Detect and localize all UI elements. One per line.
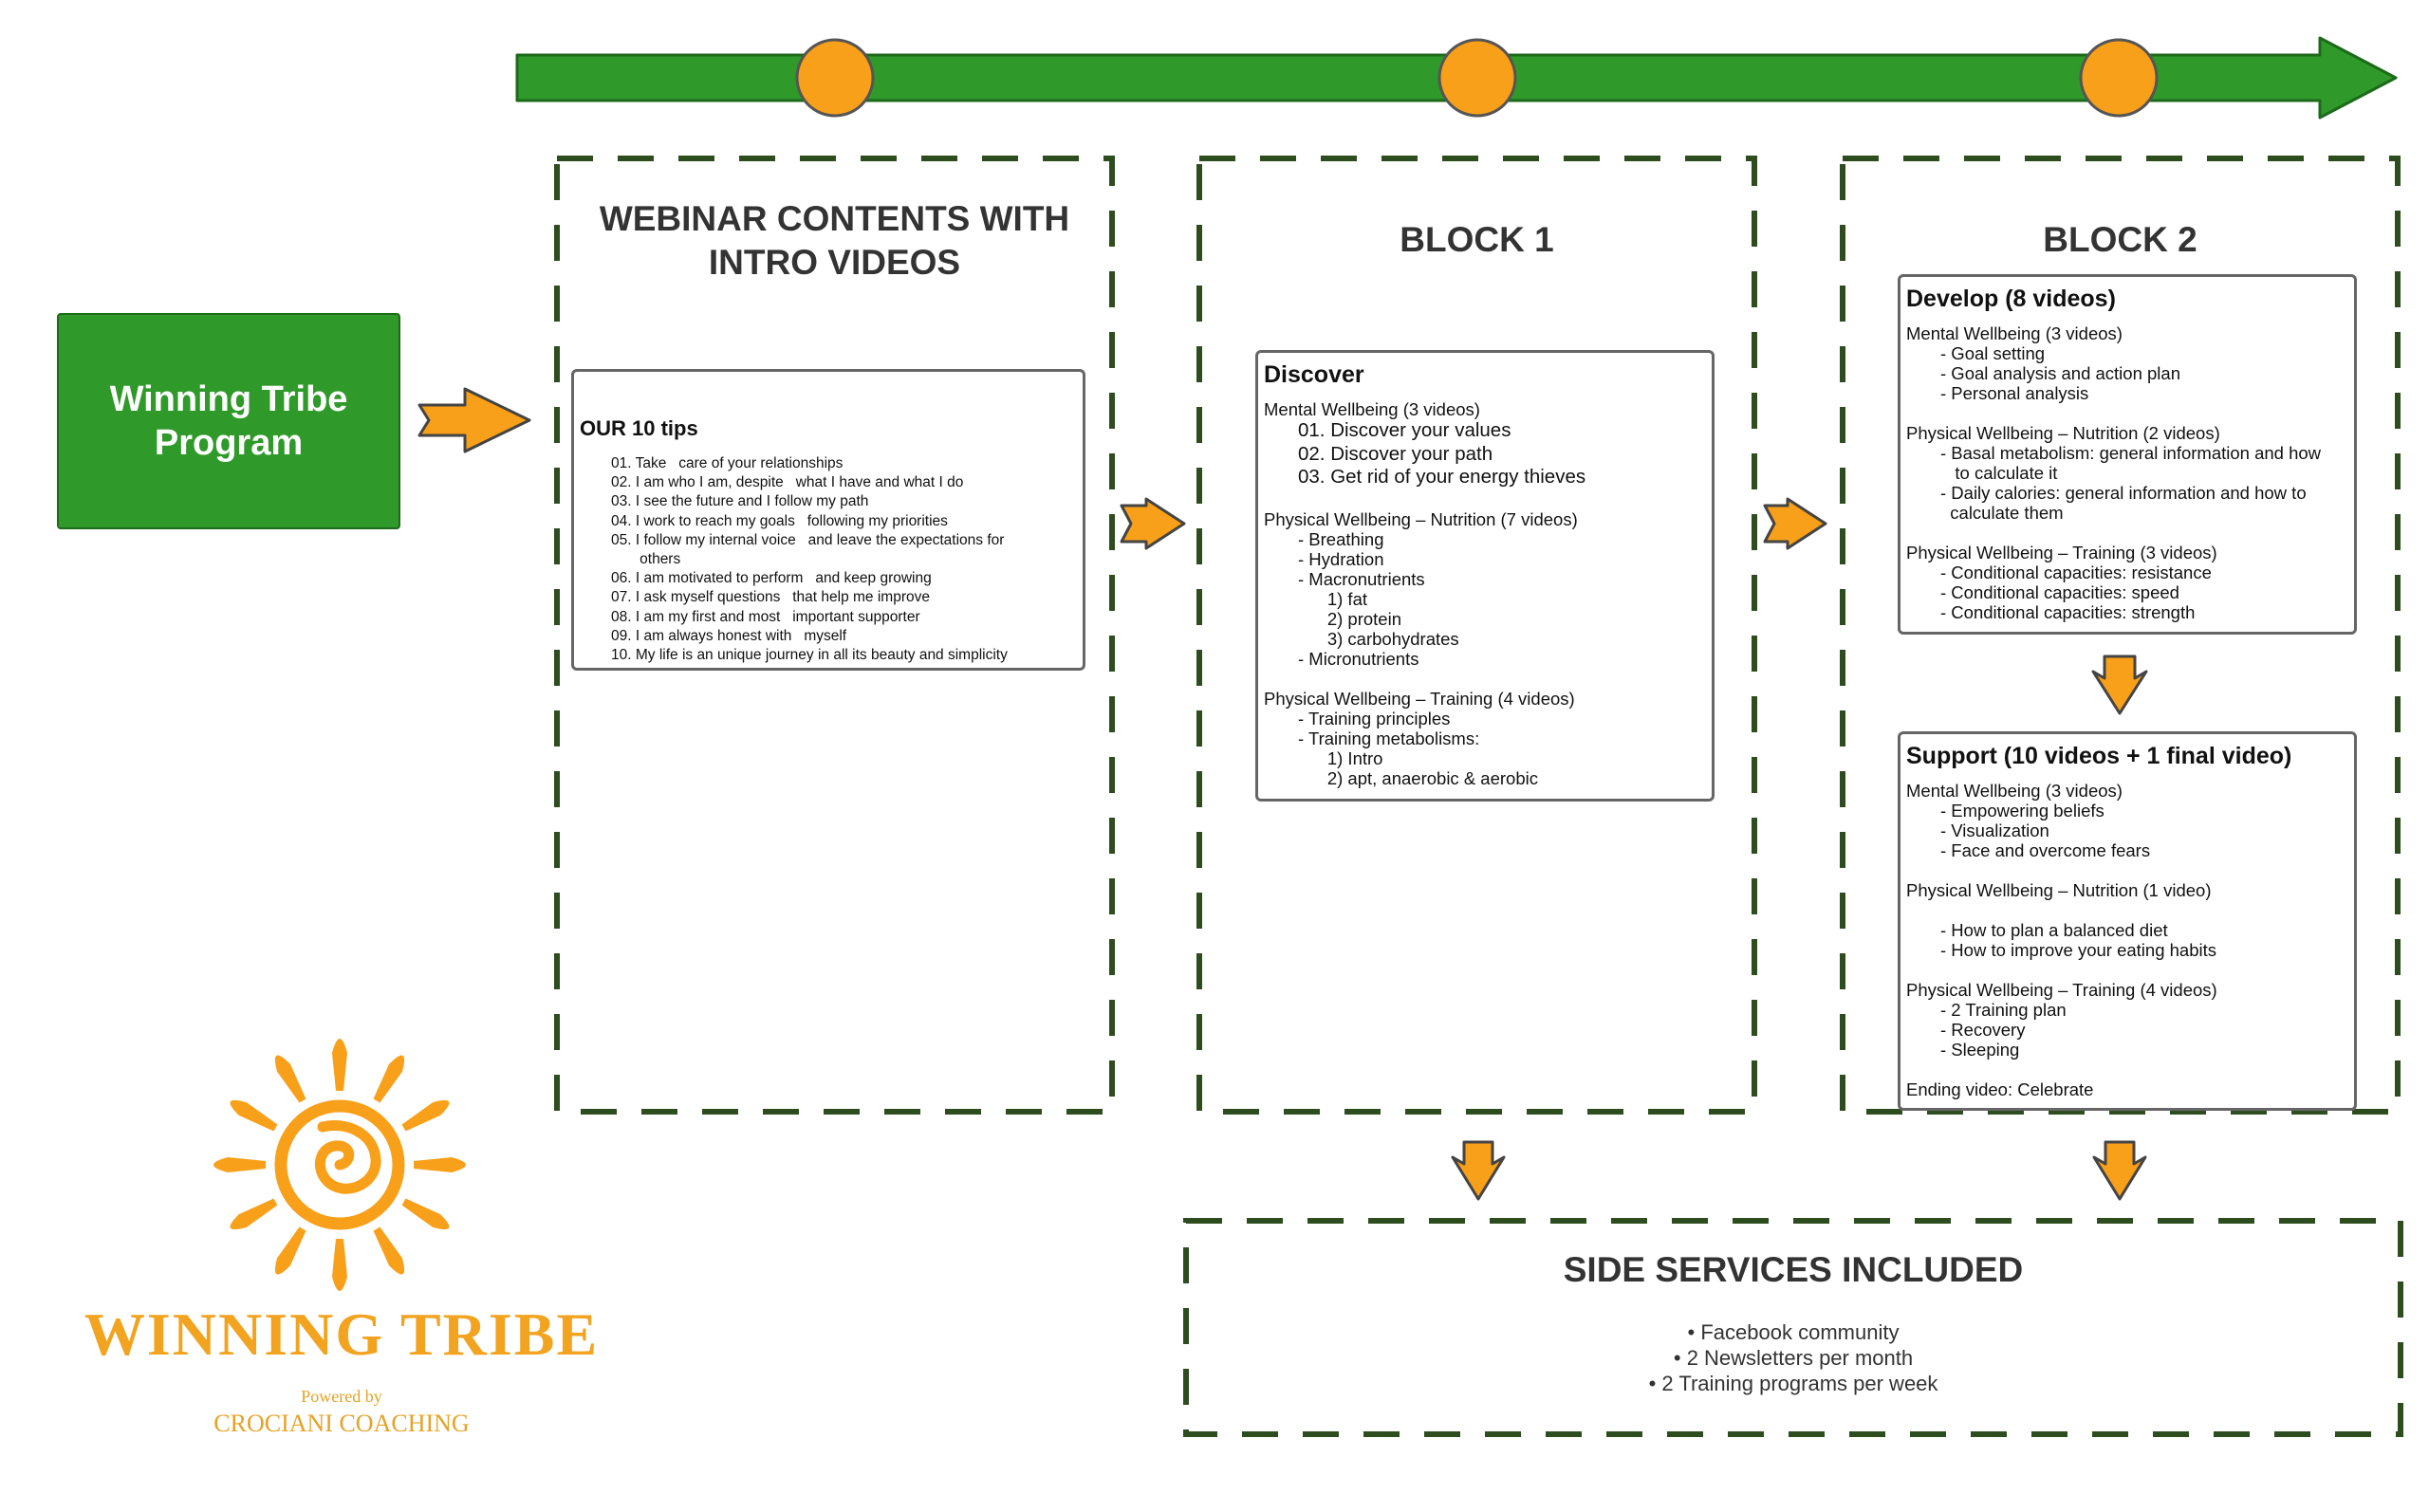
milestone-circle-icon (2079, 38, 2159, 118)
training-heading: Physical Wellbeing – Training (4 videos) (1906, 980, 2217, 1000)
milestone-circle-icon (795, 38, 875, 118)
program-title-line1: Winning Tribe (109, 379, 348, 419)
develop-card: Develop (8 videos) Mental Wellbeing (3 v… (1898, 274, 2357, 635)
block2-to-services-arrow-icon (2092, 1140, 2147, 1201)
mental-item: 03. Get rid of your energy thieves (1298, 466, 1586, 488)
mental-item: - Empowering beliefs (1940, 801, 2105, 821)
side-services-frame (1183, 1218, 2403, 1437)
brand-powered-by: Powered by (301, 1387, 382, 1406)
training-heading: Physical Wellbeing – Training (4 videos) (1264, 688, 1575, 709)
tip-item: 04. I work to reach my goals following m… (611, 512, 948, 529)
tip-item: 01. Take care of your relationships (611, 455, 844, 471)
brand-company: CROCIANI COACHING (213, 1410, 470, 1437)
nutrition-item: calculate them (1940, 503, 2064, 523)
program-title-line2: Program (154, 423, 304, 463)
mental-item: - Visualization (1940, 821, 2049, 840)
block2-title: BLOCK 2 (2043, 220, 2197, 259)
tips-list: 01. Take care of your relationships 02. … (611, 454, 1083, 665)
webinar-title-line2: INTRO VIDEOS (708, 243, 961, 282)
tip-item: 06. I am motivated to perform and keep g… (611, 570, 932, 587)
nutrition-item: - Basal metabolism: general information … (1940, 443, 2322, 463)
tip-item: 09. I am always honest with myself (611, 627, 847, 644)
mental-heading: Mental Wellbeing (3 videos) (1264, 399, 1480, 419)
support-card-title: Support (10 videos + 1 final video) (1906, 743, 2292, 769)
webinar-to-block1-arrow-icon (1120, 497, 1186, 550)
discover-card: Discover Mental Wellbeing (3 videos) 01.… (1255, 350, 1715, 802)
nutrition-item: 2) protein (1298, 608, 1401, 629)
mental-item: 01. Discover your values (1298, 419, 1511, 441)
nutrition-item: 3) carbohydrates (1298, 628, 1459, 649)
tip-item: others (611, 551, 681, 568)
training-item: - 2 Training plan (1940, 1000, 2067, 1020)
ten-tips-card-title: OUR 10 tips (580, 416, 698, 440)
training-item: - Conditional capacities: resistance (1940, 562, 2212, 582)
tip-item: 02. I am who I am, despite what I have a… (611, 474, 964, 491)
ending-video: Ending video: Celebrate (1906, 1079, 2094, 1099)
program-to-webinar-arrow-icon (417, 387, 531, 453)
training-item: - Training metabolisms: (1298, 728, 1480, 748)
block1-to-services-arrow-icon (1451, 1140, 1506, 1201)
tip-item: 08. I am my first and most important sup… (611, 608, 920, 625)
brand-name: WINNING TRIBE (83, 1300, 600, 1368)
side-services-title: SIDE SERVICES INCLUDED (1563, 1250, 2024, 1289)
service-item: • 2 Newsletters per month (1673, 1346, 1914, 1370)
nutrition-item: - Daily calories: general information an… (1940, 483, 2307, 503)
block2-section-frame (1840, 156, 2401, 1115)
ten-tips-card: OUR 10 tips 01. Take care of your relati… (571, 369, 1085, 671)
webinar-section-title: WEBINAR CONTENTS WITH INTRO VIDEOS (557, 197, 1112, 285)
nutrition-item: - How to improve your eating habits (1940, 940, 2216, 960)
nutrition-item: - Breathing (1298, 528, 1384, 549)
sun-spiral-icon (213, 1039, 466, 1291)
timeline (515, 36, 2398, 120)
training-item: - Sleeping (1940, 1040, 2020, 1060)
support-card: Support (10 videos + 1 final video) Ment… (1898, 731, 2357, 1111)
nutrition-item: - Hydration (1298, 548, 1384, 569)
nutrition-item: to calculate it (1940, 463, 2058, 483)
nutrition-item: - Macronutrients (1298, 568, 1425, 589)
side-services-list: • Facebook community • 2 Newsletters per… (1186, 1319, 2401, 1396)
mental-item: - Face and overcome fears (1940, 840, 2151, 860)
training-item: - Recovery (1940, 1020, 2026, 1040)
nutrition-item: - Micronutrients (1298, 648, 1419, 669)
mental-item: - Goal analysis and action plan (1940, 363, 2180, 383)
service-item: • Facebook community (1687, 1320, 1900, 1344)
nutrition-item: - How to plan a balanced diet (1940, 920, 2168, 940)
mental-heading: Mental Wellbeing (3 videos) (1906, 323, 2123, 343)
nutrition-heading: Physical Wellbeing – Nutrition (2 videos… (1906, 423, 2220, 443)
develop-card-title: Develop (8 videos) (1906, 286, 2116, 312)
nutrition-heading: Physical Wellbeing – Nutrition (7 videos… (1264, 508, 1578, 529)
discover-card-title: Discover (1264, 361, 1364, 388)
mental-item: - Goal setting (1940, 343, 2046, 363)
webinar-title-line1: WEBINAR CONTENTS WITH (599, 199, 1070, 238)
nutrition-heading: Physical Wellbeing – Nutrition (1 video) (1906, 880, 2212, 900)
training-item: 1) Intro (1298, 747, 1383, 768)
training-item: - Training principles (1298, 708, 1451, 728)
winning-tribe-program-box: Winning Tribe Program (57, 313, 400, 529)
block1-title: BLOCK 1 (1400, 220, 1554, 259)
mental-item: - Personal analysis (1940, 383, 2089, 403)
tip-item: 05. I follow my internal voice and leave… (611, 531, 1005, 548)
tip-item: 07. I ask myself questions that help me … (611, 589, 930, 606)
milestone-circle-icon (1437, 38, 1517, 118)
mental-heading: Mental Wellbeing (3 videos) (1906, 781, 2123, 801)
training-item: 2) apt, anaerobic & aerobic (1298, 767, 1538, 788)
tip-item: 10. My life is an unique journey in all … (611, 647, 1008, 664)
service-item: • 2 Training programs per week (1648, 1372, 1938, 1395)
block1-to-block2-arrow-icon (1763, 497, 1827, 550)
training-heading: Physical Wellbeing – Training (3 videos) (1906, 543, 2217, 562)
nutrition-item: 1) fat (1298, 588, 1367, 609)
tip-item: 03. I see the future and I follow my pat… (611, 493, 869, 510)
block1-section-frame (1196, 156, 1757, 1115)
develop-to-support-arrow-icon (2091, 655, 2148, 715)
training-item: - Conditional capacities: speed (1940, 582, 2179, 602)
mental-item: 02. Discover your path (1298, 442, 1493, 465)
webinar-section-frame (554, 156, 1115, 1115)
training-item: - Conditional capacities: strength (1940, 602, 2196, 622)
